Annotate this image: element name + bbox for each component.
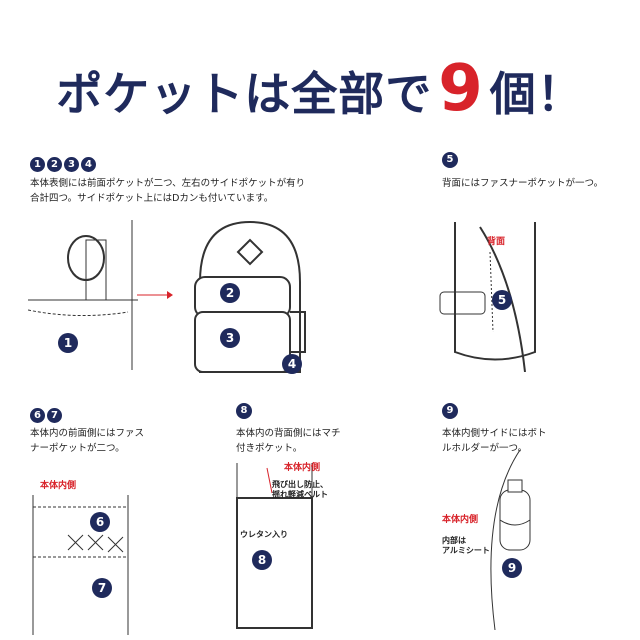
callout-9: 9 — [502, 558, 522, 578]
headline-suffix: 個！ — [489, 67, 584, 121]
callout-1: 1 — [58, 333, 78, 353]
note-urethane: ウレタン入り — [240, 530, 288, 539]
d-ring-illustration — [28, 220, 138, 370]
callout-4: 4 — [282, 354, 302, 374]
backpack-back-illustration — [439, 222, 536, 372]
inner-back-pocket-illustration — [236, 463, 313, 629]
callout-5: 5 — [492, 290, 512, 310]
note-belt: 飛び出し防止、 揺れ軽減ベルト — [272, 480, 328, 499]
badge-5: 5 — [442, 152, 458, 168]
headline-number: 9 — [438, 52, 484, 126]
label-inside-1: 本体内側 — [40, 481, 77, 491]
bottle-holder-illustration — [490, 450, 531, 630]
headline-text: ポケットは全部で — [56, 67, 433, 121]
note-aluminum: 内部は アルミシート — [442, 536, 490, 555]
badge-1: 1 — [30, 157, 45, 172]
label-inside-2: 本体内側 — [284, 463, 321, 473]
badge-9: 9 — [442, 403, 458, 419]
section-5-text: 背面にはファスナーポケットが一つ。 — [442, 178, 604, 189]
inner-front-pockets-illustration — [32, 495, 129, 635]
section-8-text: 本体内の背面側にはマチ 付きポケット。 — [236, 428, 341, 454]
badge-6: 6 — [30, 408, 45, 423]
callout-8: 8 — [252, 550, 272, 570]
section-6-7-text: 本体内の前面側にはファス ナーポケットが二つ。 — [30, 428, 145, 454]
section-1-4-text: 本体表側には前面ポケットが二つ、左右のサイドポケットが有り 合計四つ。サイドポケ… — [30, 178, 306, 204]
callout-3: 3 — [220, 328, 240, 348]
callout-2: 2 — [220, 283, 240, 303]
callout-6: 6 — [90, 512, 110, 532]
arrow-icon — [137, 291, 173, 299]
label-inside-3: 本体内側 — [442, 515, 479, 525]
section-9-text: 本体内側サイドにはボト ルホルダーが一つ。 — [442, 428, 547, 454]
badge-2: 2 — [47, 157, 62, 172]
badge-4: 4 — [81, 157, 96, 172]
callout-7: 7 — [92, 578, 112, 598]
badge-8: 8 — [236, 403, 252, 419]
badge-7: 7 — [47, 408, 62, 423]
badge-3: 3 — [64, 157, 79, 172]
label-back: 背面 — [487, 237, 506, 247]
